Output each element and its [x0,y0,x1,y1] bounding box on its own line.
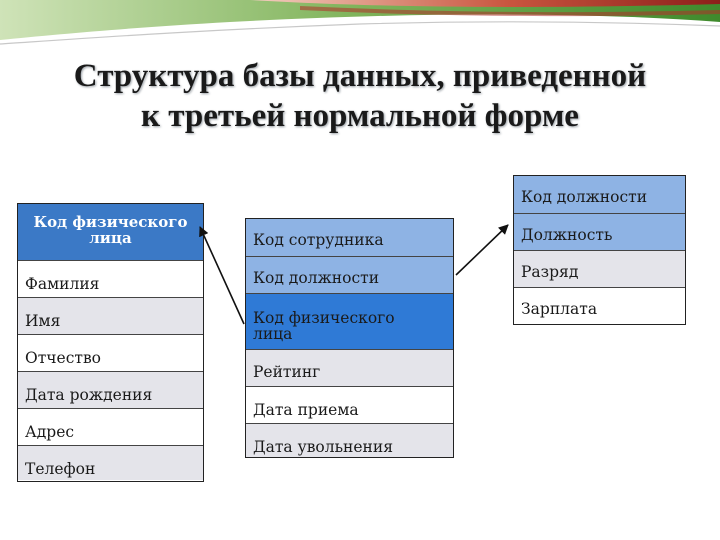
position-field-row: Должность [514,213,685,250]
person-field-label: Фамилия [25,275,100,293]
person-field-row: Телефон [18,445,203,480]
position-key-label: Код должности [521,188,648,206]
person-field-label: Имя [25,312,61,330]
employee-field-label: Дата увольнения [253,438,393,456]
position-field-label: Зарплата [521,300,598,318]
position-field-label: Разряд [521,263,579,281]
person-field-row: Отчество [18,334,203,371]
person-key-cell: Код физического лица [18,204,203,260]
employee-field-label: Код должности [253,269,380,287]
title-line-2: к третьей нормальной форме [141,98,579,134]
person-field-label: Адрес [25,423,75,441]
banner-green-wave [0,0,720,40]
employee-field-label: Дата приема [253,401,359,419]
person-table: Код физического лица Фамилия Имя Отчеств… [17,203,204,482]
employee-table: Код сотрудника Код должности Код физичес… [245,218,454,458]
person-field-row: Дата рождения [18,371,203,408]
position-key-cell: Код должности [514,176,685,213]
person-field-label: Телефон [25,460,96,478]
position-table: Код должности Должность Разряд Зарплата [513,175,686,325]
person-key-label: Код физического лица [33,213,188,247]
banner-red-wave [250,0,720,7]
banner-gray-arc [0,21,720,45]
employee-field-row: Код сотрудника [246,219,453,256]
arrow-employee-to-position [455,224,509,276]
position-field-label: Должность [521,226,613,244]
employee-field-row: Дата приема [246,386,453,423]
title-line-1: Структура базы данных, приведенной [73,58,647,94]
employee-field-row-foreign-key: Код физического лица [246,293,453,349]
person-field-label: Дата рождения [25,386,153,404]
position-field-row: Разряд [514,250,685,287]
decorative-banner [0,0,720,45]
banner-red-stripe [300,6,720,17]
employee-field-row: Код должности [246,256,453,293]
person-field-row: Адрес [18,408,203,445]
person-field-row: Имя [18,297,203,334]
position-field-row: Зарплата [514,287,685,323]
slide-title: Структура базы данных, приведенной к тре… [30,56,690,136]
person-field-label: Отчество [25,349,102,367]
employee-field-row: Дата увольнения [246,423,453,457]
employee-field-label: Рейтинг [253,363,321,381]
employee-field-row: Рейтинг [246,349,453,386]
person-field-row: Фамилия [18,260,203,297]
employee-field-label: Код сотрудника [253,231,384,249]
employee-field-label: Код физического лица [253,309,395,343]
arrow-employee-to-person [199,226,245,325]
